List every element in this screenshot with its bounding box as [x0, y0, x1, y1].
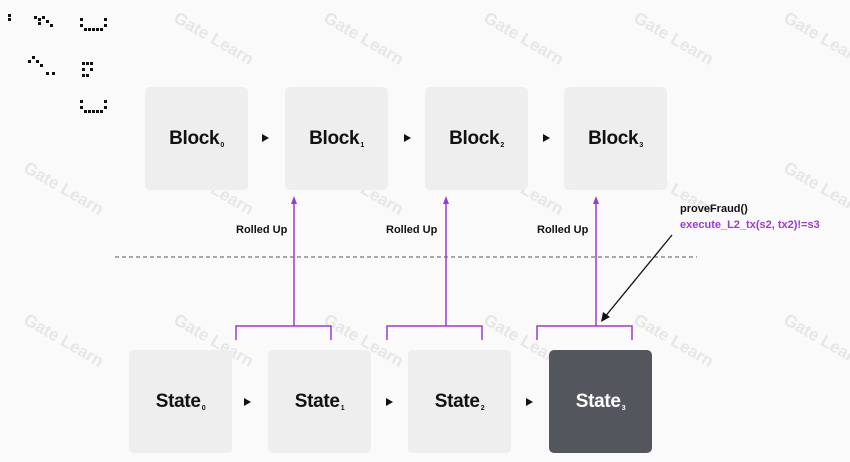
rollup-arrowhead-2 [443, 196, 449, 204]
block-label: Block [588, 127, 639, 149]
rolled-up-label: Rolled Up [236, 224, 288, 236]
state-label: State [575, 390, 621, 412]
rollup-bracket-2 [386, 201, 483, 340]
arrow-right-icon [262, 134, 269, 142]
block-subscript: 1 [360, 142, 364, 149]
rollup-bracket-3 [536, 201, 633, 340]
block-subscript: 0 [220, 142, 224, 149]
block-subscript: 2 [500, 142, 504, 149]
block-subscript: 3 [639, 142, 643, 149]
rolled-up-label: Rolled Up [386, 224, 438, 236]
block-label: Block [449, 127, 500, 149]
state-label: State [155, 390, 201, 412]
state-subscript: 1 [340, 405, 345, 412]
rollup-arrowhead-1 [291, 196, 297, 204]
state-label: State [294, 390, 340, 412]
state-subscript: 0 [201, 405, 206, 412]
prove-fraud-call: proveFraud() [680, 203, 748, 215]
state-label: State [434, 390, 480, 412]
arrow-right-icon [526, 398, 533, 406]
arrow-right-icon [543, 134, 550, 142]
state-subscript: 2 [480, 405, 485, 412]
rollup-bracket-1 [235, 201, 332, 340]
arrow-right-icon [386, 398, 393, 406]
fraud-condition: execute_L2_tx(s2, tx2)!=s3 [680, 219, 820, 231]
block-label: Block [309, 127, 360, 149]
fraud-proof-arrow [603, 234, 673, 319]
state-subscript: 3 [621, 405, 626, 412]
arrow-right-icon [244, 398, 251, 406]
arrow-right-icon [404, 134, 411, 142]
fraud-proof-arrowhead [601, 312, 610, 322]
block-label: Block [169, 127, 220, 149]
rolled-up-label: Rolled Up [537, 224, 589, 236]
rollup-arrowhead-3 [593, 196, 599, 204]
